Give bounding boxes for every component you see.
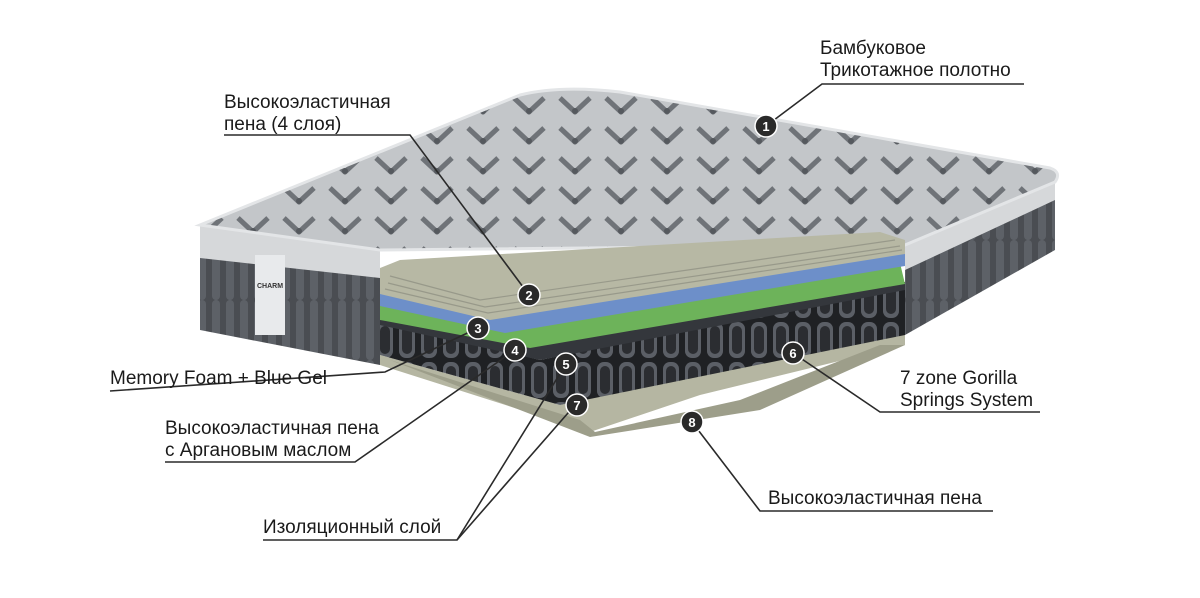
label-5-7-insulation: Изоляционный слой (263, 517, 442, 538)
label-4-argan-foam: Высокоэластичная пена с Аргановым маслом (165, 418, 379, 461)
svg-text:8: 8 (688, 415, 695, 430)
label-2-he-foam-4-layers: Высокоэластичная пена (4 слоя) (224, 92, 391, 135)
label-6-gorilla-springs: 7 zone Gorilla Springs System (900, 368, 1034, 411)
leader-lines (109, 83, 1040, 541)
brand-tag-text: CHARM (257, 283, 283, 290)
svg-text:6: 6 (789, 346, 796, 361)
svg-text:3: 3 (474, 321, 481, 336)
badge-3: 3 (466, 316, 490, 340)
leader-4 (165, 349, 516, 463)
leader-8 (691, 421, 993, 512)
leader-6 (792, 352, 1040, 413)
brand-tag (255, 255, 285, 335)
badge-7: 7 (565, 393, 589, 417)
badge-2: 2 (517, 283, 541, 307)
leader-1 (765, 83, 1024, 127)
badge-8: 8 (680, 410, 704, 434)
label-8-he-foam: Высокоэластичная пена (768, 488, 982, 509)
leader-3 (109, 327, 479, 392)
cutaway-layers (380, 232, 905, 437)
leader-2 (224, 134, 530, 296)
badge-5: 5 (554, 352, 578, 376)
number-badges: 1 2 3 4 5 6 7 (466, 114, 805, 434)
label-3-memory-foam-gel: Memory Foam + Blue Gel (110, 368, 327, 389)
svg-text:7: 7 (573, 398, 580, 413)
svg-text:2: 2 (525, 288, 532, 303)
svg-text:1: 1 (762, 119, 769, 134)
leader-7 (456, 404, 576, 541)
svg-text:4: 4 (511, 343, 519, 358)
svg-text:5: 5 (562, 357, 569, 372)
knitted-top-surface (194, 87, 1060, 252)
badge-1: 1 (754, 114, 778, 138)
badge-6: 6 (781, 341, 805, 365)
badge-4: 4 (503, 338, 527, 362)
layer-bottom-foam-face (390, 345, 905, 437)
label-1-bamboo-knit: Бамбуковое Трикотажное полотно (820, 38, 1011, 81)
